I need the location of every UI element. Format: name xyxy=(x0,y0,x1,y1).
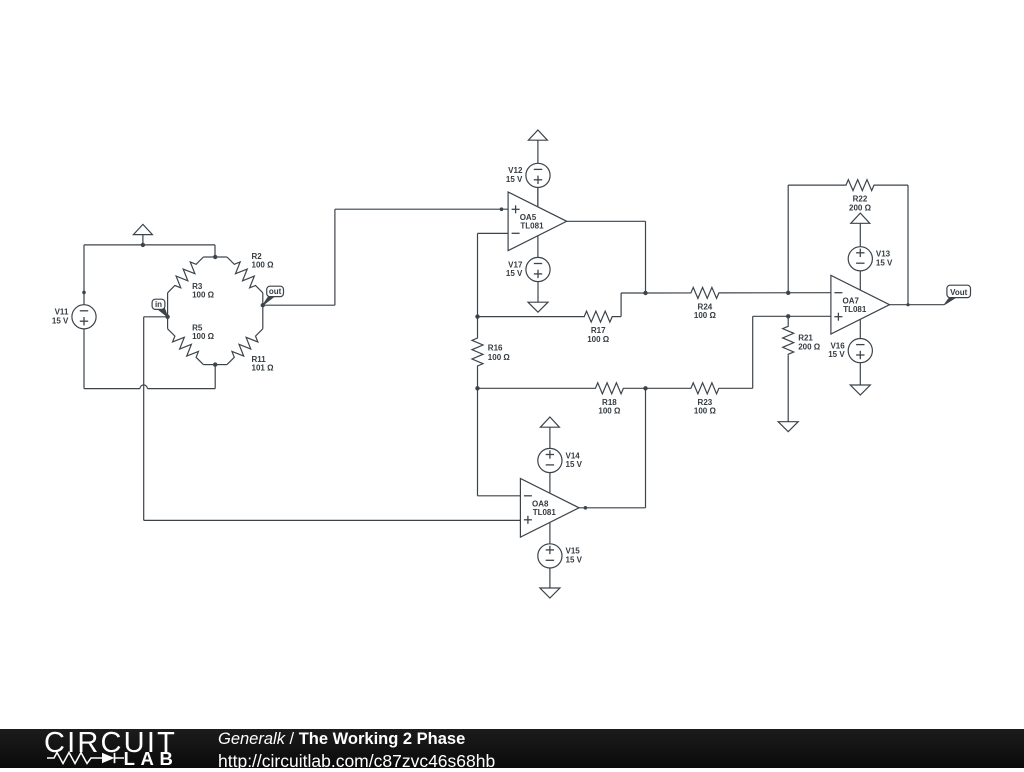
svg-text:200 Ω: 200 Ω xyxy=(798,342,821,351)
svg-text:15 V: 15 V xyxy=(566,460,583,469)
svg-text:TL081: TL081 xyxy=(520,222,544,231)
svg-text:100 Ω: 100 Ω xyxy=(694,311,717,320)
svg-text:100 Ω: 100 Ω xyxy=(488,353,511,362)
svg-text:V12: V12 xyxy=(508,166,523,175)
svg-text:15 V: 15 V xyxy=(566,556,583,565)
svg-text:15 V: 15 V xyxy=(52,316,69,325)
svg-text:in: in xyxy=(155,300,162,309)
svg-text:100 Ω: 100 Ω xyxy=(192,290,215,299)
svg-text:200 Ω: 200 Ω xyxy=(849,204,872,213)
svg-text:R23: R23 xyxy=(698,398,713,407)
svg-text:V14: V14 xyxy=(566,451,581,460)
svg-text:R2: R2 xyxy=(252,252,263,261)
svg-text:R22: R22 xyxy=(853,195,868,204)
svg-text:out: out xyxy=(269,287,282,296)
svg-text:V16: V16 xyxy=(830,341,845,350)
svg-text:R3: R3 xyxy=(192,282,203,291)
svg-text:R11: R11 xyxy=(252,355,267,364)
svg-text:100 Ω: 100 Ω xyxy=(252,260,275,269)
svg-text:R18: R18 xyxy=(602,398,617,407)
svg-text:OA8: OA8 xyxy=(532,500,549,509)
svg-text:101 Ω: 101 Ω xyxy=(252,363,275,372)
svg-text:V17: V17 xyxy=(508,260,523,269)
svg-text:OA7: OA7 xyxy=(843,297,860,306)
svg-text:V11: V11 xyxy=(55,308,69,317)
svg-text:100 Ω: 100 Ω xyxy=(694,407,717,416)
svg-text:R21: R21 xyxy=(798,334,813,343)
svg-text:R24: R24 xyxy=(698,302,713,311)
svg-text:15 V: 15 V xyxy=(828,350,845,359)
svg-text:TL081: TL081 xyxy=(533,508,557,517)
svg-text:R17: R17 xyxy=(591,326,606,335)
svg-text:15 V: 15 V xyxy=(876,258,893,267)
svg-text:15 V: 15 V xyxy=(506,269,523,278)
svg-text:100 Ω: 100 Ω xyxy=(192,332,215,341)
svg-text:R16: R16 xyxy=(488,343,503,352)
svg-text:R5: R5 xyxy=(192,324,203,333)
svg-text:100 Ω: 100 Ω xyxy=(587,335,610,344)
svg-text:V15: V15 xyxy=(566,547,581,556)
svg-text:OA5: OA5 xyxy=(520,213,537,222)
svg-text:TL081: TL081 xyxy=(843,305,867,314)
svg-text:100 Ω: 100 Ω xyxy=(598,407,621,416)
svg-text:Vout: Vout xyxy=(950,288,968,297)
svg-text:15 V: 15 V xyxy=(506,175,523,184)
svg-text:V13: V13 xyxy=(876,250,891,259)
